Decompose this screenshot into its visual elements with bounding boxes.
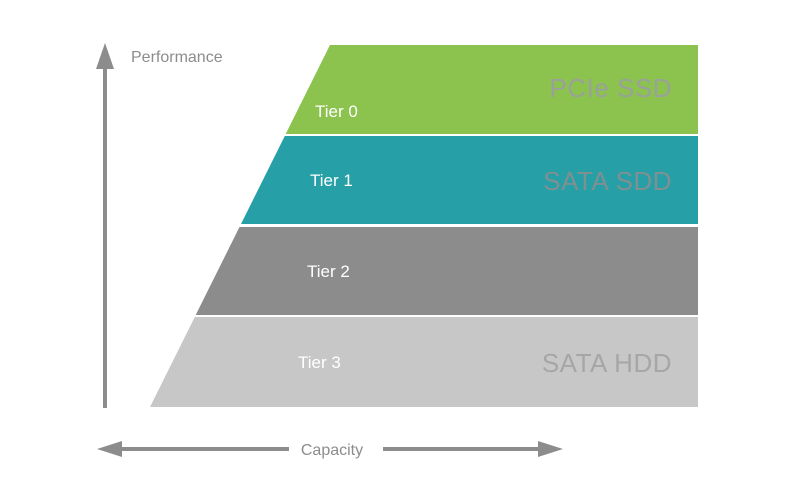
tier-0-device-label: PCIe SSD <box>550 73 673 103</box>
tier-1-band: Tier 1 SATA SDD <box>241 136 698 224</box>
tier-0-band: Tier 0 PCIe SSD <box>285 45 698 134</box>
capacity-axis: Capacity <box>97 441 563 459</box>
capacity-axis-label: Capacity <box>301 442 363 459</box>
tier-1-device-label: SATA SDD <box>543 166 672 196</box>
tier-3-shape <box>150 317 698 407</box>
tier-0-shape <box>285 45 698 134</box>
tier-1-shape <box>241 136 698 224</box>
capacity-left-arrowhead-icon <box>97 441 122 457</box>
capacity-right-arrowhead-icon <box>538 441 563 457</box>
tier-1-label: Tier 1 <box>310 171 353 190</box>
performance-axis-label: Performance <box>131 49 223 66</box>
performance-arrowhead-icon <box>96 43 114 69</box>
tier-2-shape <box>195 227 698 315</box>
tier-3-band: Tier 3 SATA HDD <box>150 317 698 407</box>
tier-3-device-label: SATA HDD <box>542 348 672 378</box>
tier-0-label: Tier 0 <box>315 102 358 121</box>
tier-3-label: Tier 3 <box>298 353 341 372</box>
performance-axis: Performance <box>96 43 223 408</box>
tier-2-band: Tier 2 <box>195 227 698 315</box>
tier-2-label: Tier 2 <box>307 262 350 281</box>
